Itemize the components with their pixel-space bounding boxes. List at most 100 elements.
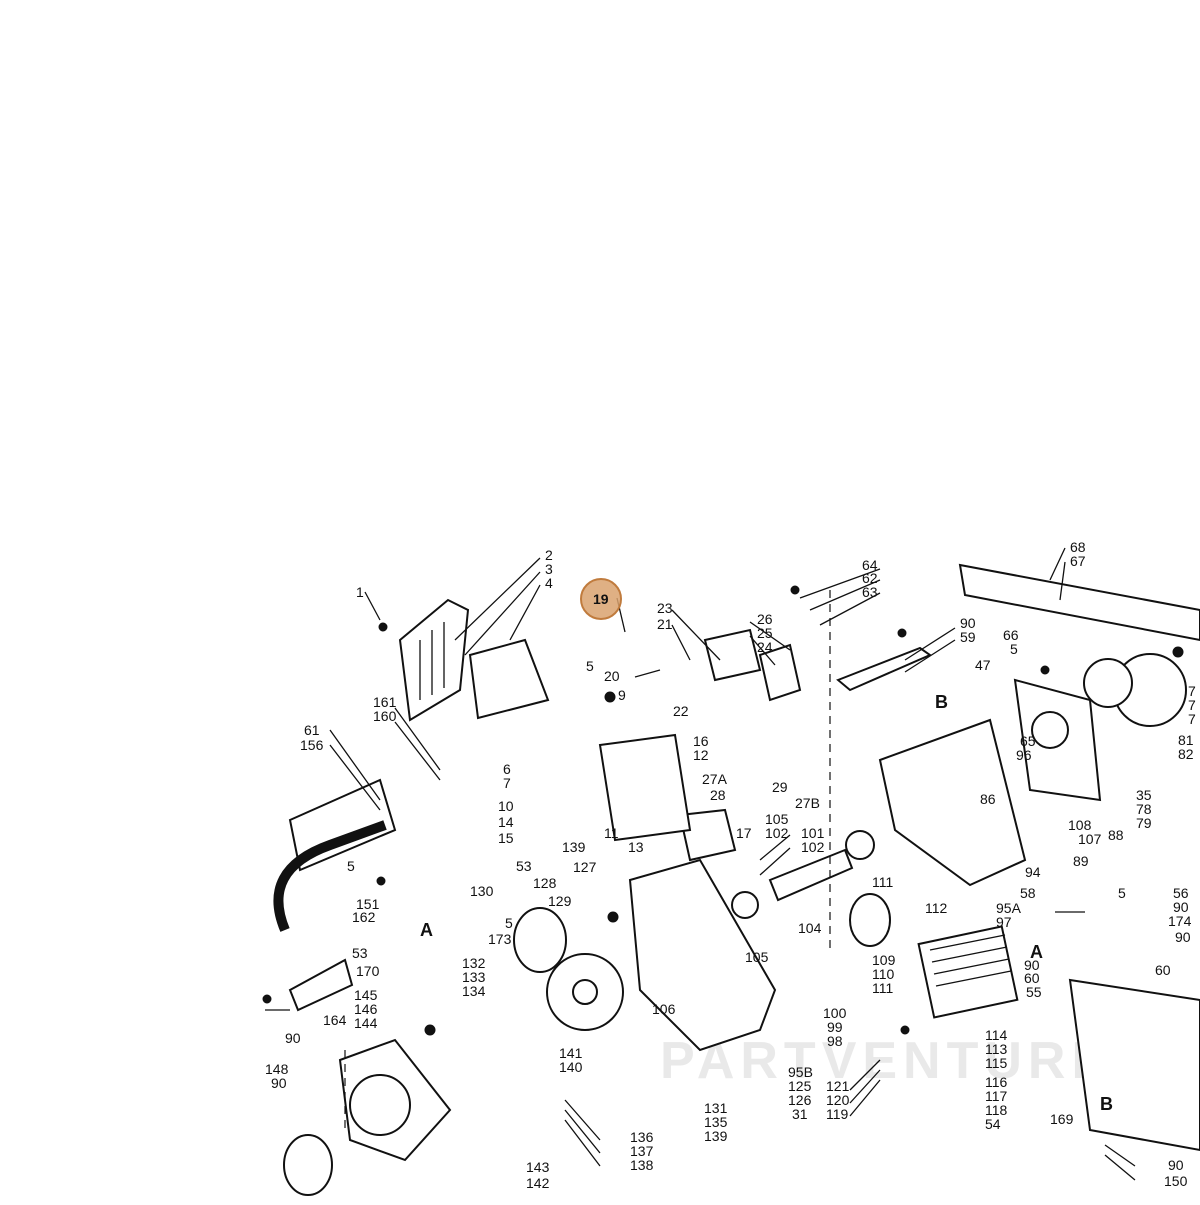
part-label: 141 — [559, 1045, 583, 1061]
part-label: 68 — [1070, 539, 1086, 555]
section-marker-a-right: A — [1030, 942, 1043, 962]
part-label: 111 — [872, 874, 893, 890]
top-cover — [836, 646, 933, 692]
part-label: 67 — [1070, 553, 1086, 569]
part-label: 82 — [1178, 746, 1194, 762]
part-label: 173 — [488, 931, 512, 947]
part-label: 170 — [356, 963, 380, 979]
part-label: 58 — [1020, 885, 1036, 901]
cylinder — [917, 925, 1019, 1019]
part-label: 121 — [826, 1078, 850, 1094]
part-label: 3 — [545, 561, 553, 577]
part-label: 5 — [1010, 641, 1018, 657]
part-label: 23 — [657, 600, 673, 616]
section-marker-a-left: A — [420, 920, 433, 940]
part-label: 54 — [985, 1116, 1001, 1132]
part-label: 150 — [1164, 1173, 1188, 1189]
highlight-circle[interactable] — [580, 578, 622, 620]
section-marker-b-top: B — [935, 692, 948, 712]
part-label: 90 — [271, 1075, 287, 1091]
part-label: 107 — [1078, 831, 1102, 847]
part-label: 96 — [1016, 747, 1032, 763]
part-label: 90 — [960, 615, 976, 631]
part-label: 108 — [1068, 817, 1092, 833]
section-marker-b-bottom: B — [1100, 1094, 1113, 1114]
part-label: 7 — [503, 775, 511, 791]
part-label: 22 — [673, 703, 689, 719]
part-label: 90 — [1175, 929, 1191, 945]
part-label: 12 — [693, 747, 709, 763]
labels-top-left: 1 2 3 4 5 20 21 22 23 9 16 12 6 7 10 14 … — [356, 547, 752, 855]
part-label: 15 — [498, 830, 514, 846]
throttle-handle — [678, 808, 737, 862]
part-label: 116 — [985, 1074, 1008, 1090]
part-label: 31 — [792, 1106, 808, 1122]
part-label: 5 — [505, 915, 513, 931]
part-label: 7 — [1188, 697, 1196, 713]
part-label: 104 — [798, 920, 822, 936]
part-label: 95B — [788, 1064, 813, 1080]
part-label: 90 — [1168, 1157, 1184, 1173]
gasket-ring — [283, 1134, 333, 1196]
fan-housing — [513, 907, 567, 973]
part-label: 98 — [827, 1033, 843, 1049]
part-label: 89 — [1073, 853, 1089, 869]
part-label: 118 — [985, 1102, 1008, 1118]
part-label: 26 — [757, 611, 773, 627]
air-filter-cover — [398, 598, 470, 722]
part-label: 142 — [526, 1175, 550, 1191]
part-label: 113 — [985, 1041, 1008, 1057]
part-label: 1 — [356, 584, 364, 600]
part-label: 55 — [1026, 984, 1042, 1000]
part-label: 7 — [1188, 711, 1196, 727]
highlight-label[interactable]: 19 — [593, 591, 609, 607]
labels-bottom: 145 146 144 132 133 134 106 100 99 98 14… — [265, 955, 1188, 1191]
part-label: 174 — [1168, 913, 1192, 929]
part-label: 27A — [702, 771, 728, 787]
part-label: 21 — [657, 616, 673, 632]
part-label: 4 — [545, 575, 553, 591]
part-label: 29 — [772, 779, 788, 795]
part-label: 64 — [862, 557, 878, 573]
part-label: 63 — [862, 584, 878, 600]
part-label: 9 — [618, 687, 626, 703]
part-label: 47 — [975, 657, 991, 673]
part-label: 81 — [1178, 732, 1194, 748]
part-label: 105 — [745, 949, 769, 965]
watermark: PARTVENTURE — [660, 1032, 1112, 1090]
part-label: 61 — [304, 722, 320, 738]
part-label: 95A — [996, 900, 1022, 916]
part-label: 35 — [1136, 787, 1152, 803]
tank-body — [598, 733, 692, 842]
part-label: 97 — [996, 914, 1012, 930]
part-label: 86 — [980, 791, 996, 807]
part-label: 106 — [652, 1001, 676, 1017]
crankshaft — [768, 848, 854, 902]
part-label: 143 — [526, 1159, 550, 1175]
part-label: 28 — [710, 787, 726, 803]
part-label: 100 — [823, 1005, 847, 1021]
part-label: 145 — [354, 987, 378, 1003]
part-label: 2 — [545, 547, 553, 563]
part-label: 127 — [573, 859, 597, 875]
labels-top-mid: 26 25 24 27A 28 29 27B 64 62 63 90 59 47… — [702, 539, 1086, 811]
part-label: 24 — [757, 639, 773, 655]
part-label: 148 — [265, 1061, 289, 1077]
part-label: 53 — [352, 945, 368, 961]
part-label: 17 — [736, 825, 752, 841]
part-label: 133 — [462, 969, 486, 985]
part-label: 134 — [462, 983, 486, 999]
part-label: 99 — [827, 1019, 843, 1035]
part-label: 102 — [801, 839, 825, 855]
part-label: 160 — [373, 708, 397, 724]
part-label: 102 — [765, 825, 789, 841]
part-label: 132 — [462, 955, 486, 971]
part-label: 94 — [1025, 864, 1041, 880]
part-label: 137 — [630, 1143, 654, 1159]
part-label: 162 — [352, 909, 376, 925]
engine-housing — [878, 718, 1027, 887]
part-label: 11 — [604, 825, 619, 841]
part-label: 5 — [1118, 885, 1126, 901]
